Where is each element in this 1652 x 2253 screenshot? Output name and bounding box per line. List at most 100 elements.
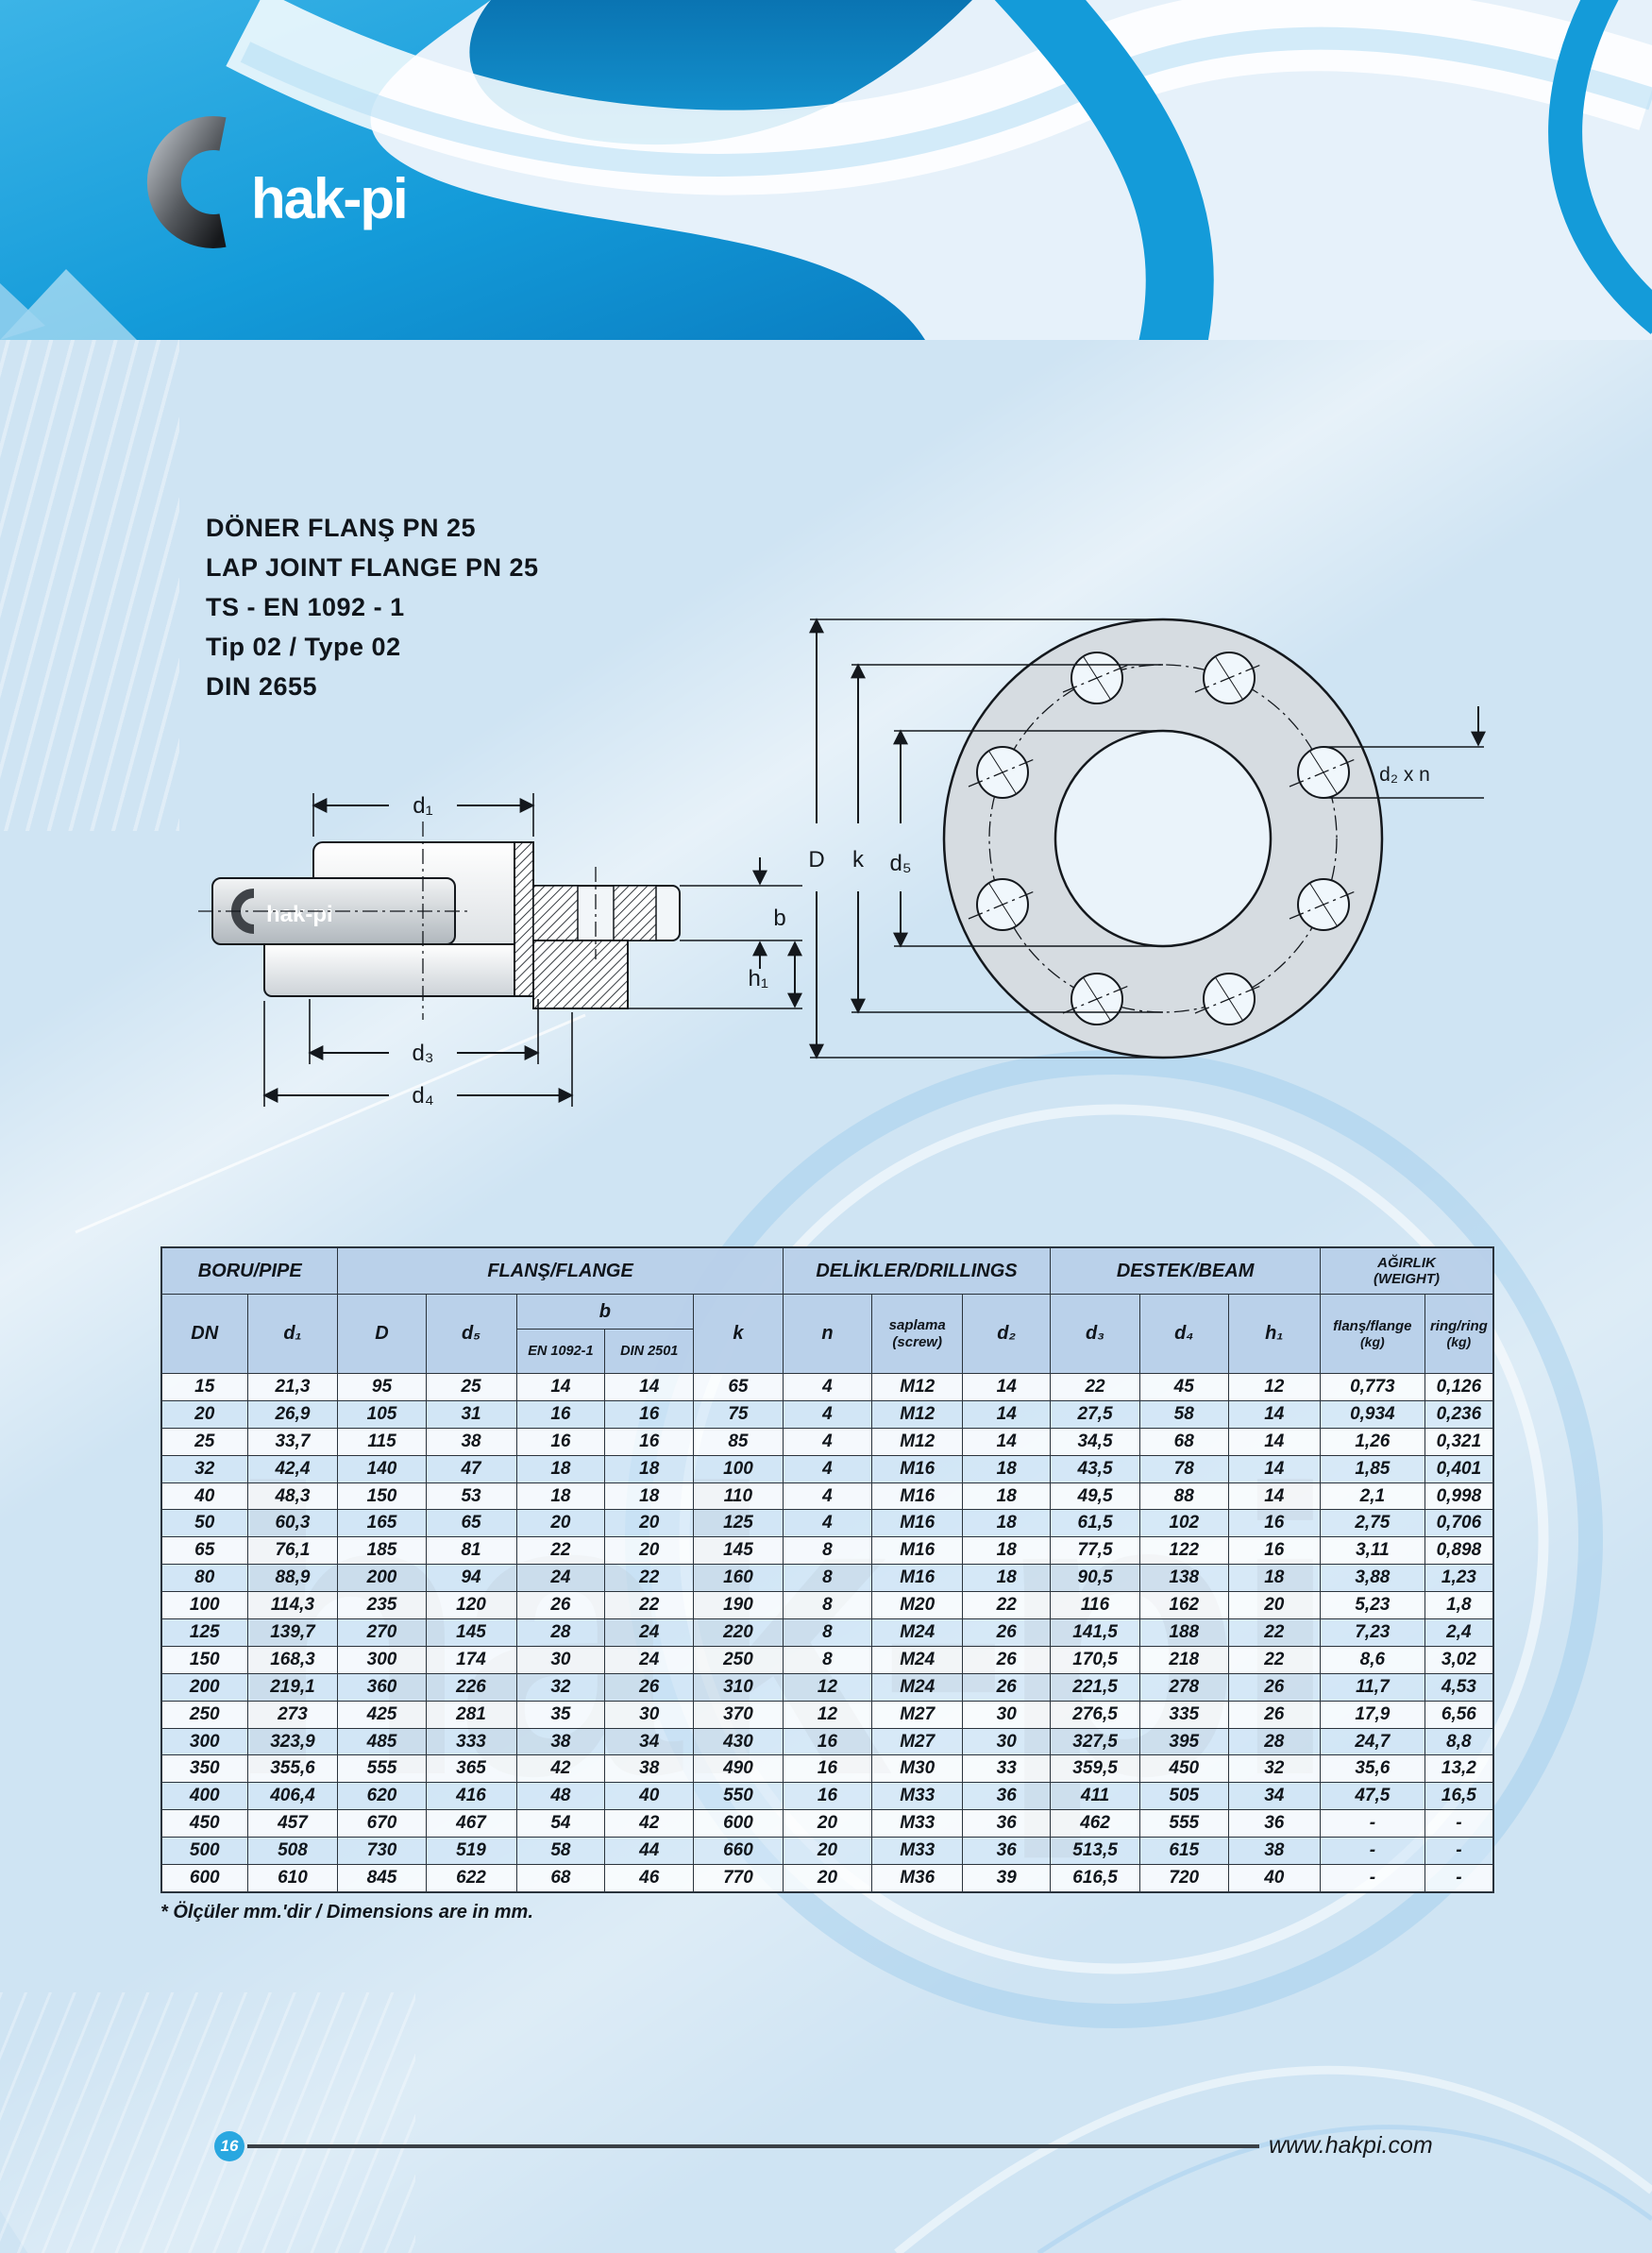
table-cell: 18	[962, 1454, 1052, 1483]
table-cell: 50	[160, 1509, 248, 1538]
table-cell: 168,3	[246, 1645, 339, 1674]
group-header-weight: AĞIRLIK (WEIGHT)	[1319, 1246, 1494, 1295]
table-cell: 16	[782, 1782, 873, 1811]
table-cell: 116	[1050, 1591, 1140, 1620]
table-cell: 16,5	[1424, 1782, 1494, 1811]
table-cell: 327,5	[1050, 1727, 1140, 1756]
table-cell: 5,23	[1319, 1591, 1425, 1620]
table-cell: 88,9	[246, 1564, 339, 1593]
table-cell: M33	[871, 1809, 964, 1838]
table-cell: 14	[604, 1373, 695, 1401]
table-cell: 6,56	[1424, 1700, 1494, 1729]
table-cell: 513,5	[1050, 1837, 1140, 1866]
flange-section-drawing: hak-pi d₁ d₃ d₄ b	[198, 793, 802, 1109]
table-cell: 16	[604, 1399, 695, 1429]
table-cell: 4	[782, 1482, 873, 1511]
table-cell: 150	[160, 1645, 248, 1674]
table-cell: 395	[1138, 1727, 1229, 1756]
col-header-D: D	[337, 1294, 427, 1374]
col-header-ring-weight: ring/ring (kg)	[1424, 1294, 1494, 1374]
table-cell: 620	[337, 1782, 427, 1811]
table-cell: 200	[160, 1672, 248, 1702]
table-cell: 77,5	[1050, 1536, 1140, 1566]
table-cell: 0,236	[1424, 1399, 1494, 1429]
table-cell: 8	[782, 1645, 873, 1674]
table-cell: 555	[1138, 1809, 1229, 1838]
table-cell: 36	[1227, 1809, 1321, 1838]
table-cell: 26	[1227, 1672, 1321, 1702]
table-cell: 333	[425, 1727, 517, 1756]
table-cell: 16	[515, 1399, 606, 1429]
standard-ts-en: TS - EN 1092 - 1	[206, 593, 405, 621]
table-cell: 616,5	[1050, 1864, 1140, 1893]
table-cell: 411	[1050, 1782, 1140, 1811]
table-cell: M16	[871, 1454, 964, 1483]
table-cell: 14	[962, 1373, 1052, 1401]
dim-label-d4: d₄	[412, 1083, 433, 1109]
table-cell: 36	[962, 1809, 1052, 1838]
table-cell: -	[1319, 1837, 1425, 1866]
table-cell: 20	[604, 1536, 695, 1566]
table-cell: 1,23	[1424, 1564, 1494, 1593]
table-cell: 18	[604, 1482, 695, 1511]
table-cell: 2,75	[1319, 1509, 1425, 1538]
table-cell: 20	[515, 1509, 606, 1538]
table-cell: 24	[604, 1618, 695, 1647]
table-cell: 270	[337, 1618, 427, 1647]
footer-rule	[247, 2144, 1259, 2148]
table-cell: 40	[160, 1482, 248, 1511]
col-header-b-en: EN 1092-1	[515, 1329, 606, 1374]
website-link[interactable]: www.hakpi.com	[1269, 2132, 1433, 2159]
table-cell: 105	[337, 1399, 427, 1429]
table-cell: 18	[604, 1454, 695, 1483]
table-cell: 34	[604, 1727, 695, 1756]
table-cell: 18	[515, 1482, 606, 1511]
table-cell: 35,6	[1319, 1754, 1425, 1784]
table-cell: 80	[160, 1564, 248, 1593]
table-cell: 4,53	[1424, 1672, 1494, 1702]
col-header-d4: d₄	[1138, 1294, 1229, 1374]
table-cell: 250	[160, 1700, 248, 1729]
table-cell: 14	[1227, 1482, 1321, 1511]
table-cell: M24	[871, 1672, 964, 1702]
table-cell: 3,11	[1319, 1536, 1425, 1566]
table-cell: 30	[962, 1727, 1052, 1756]
table-cell: 150	[337, 1482, 427, 1511]
table-cell: 218	[1138, 1645, 1229, 1674]
table-cell: 100	[693, 1454, 784, 1483]
table-cell: M16	[871, 1482, 964, 1511]
table-cell: 110	[693, 1482, 784, 1511]
table-cell: 220	[693, 1618, 784, 1647]
table-cell: 20	[1227, 1591, 1321, 1620]
table-cell: 355,6	[246, 1754, 339, 1784]
table-cell: 21,3	[246, 1373, 339, 1401]
table-cell: 0,934	[1319, 1399, 1425, 1429]
table-cell: 16	[782, 1754, 873, 1784]
table-cell: -	[1319, 1809, 1425, 1838]
table-cell: 16	[1227, 1509, 1321, 1538]
table-cell: 235	[337, 1591, 427, 1620]
table-cell: 365	[425, 1754, 517, 1784]
table-cell: 20	[604, 1509, 695, 1538]
table-cell: 11,7	[1319, 1672, 1425, 1702]
table-cell: 12	[782, 1672, 873, 1702]
table-cell: 8	[782, 1618, 873, 1647]
table-cell: 406,4	[246, 1782, 339, 1811]
table-cell: 94	[425, 1564, 517, 1593]
table-cell: 42	[604, 1809, 695, 1838]
table-cell: 32	[1227, 1754, 1321, 1784]
table-cell: 145	[425, 1618, 517, 1647]
table-cell: 26	[962, 1618, 1052, 1647]
table-cell: 42,4	[246, 1454, 339, 1483]
pipe-elbow-logo-icon	[146, 116, 227, 248]
table-cell: 65	[425, 1509, 517, 1538]
table-cell: 190	[693, 1591, 784, 1620]
table-cell: 467	[425, 1809, 517, 1838]
table-cell: 44	[604, 1837, 695, 1866]
